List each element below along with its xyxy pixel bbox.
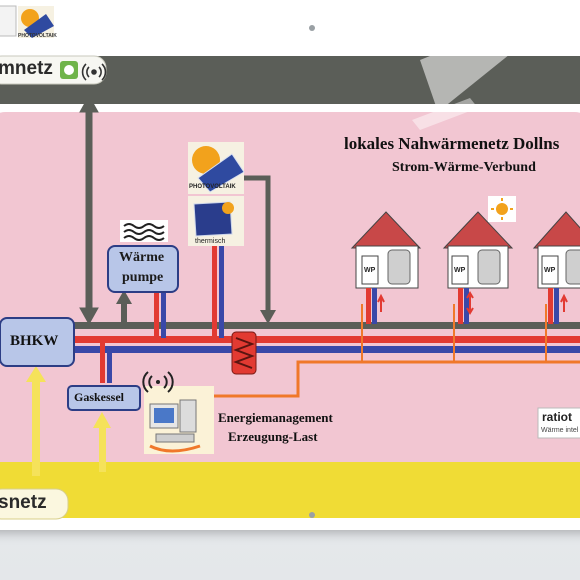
top-logo-label: PHOTOVOLTAIK — [18, 33, 57, 39]
thermal-panel-label: thermisch — [195, 238, 226, 245]
gray-bus — [72, 322, 580, 329]
gas-pipe-hot — [100, 343, 105, 383]
brand-tagline: Wärme intel — [541, 427, 579, 434]
glare — [420, 28, 520, 112]
bhkw-label: BHKW — [10, 333, 59, 349]
grid-arrow — [79, 94, 99, 326]
energy-label-2: Erzeugung-Last — [228, 429, 318, 444]
house-3-wp-label: WP — [544, 267, 556, 274]
heatpump-pipe-cold — [161, 292, 166, 338]
thermal-pipe-hot — [212, 246, 217, 338]
top-bar-label: mnetz — [0, 58, 53, 79]
screw-bottom — [309, 512, 315, 518]
cold-pipe — [72, 346, 580, 353]
sun-icon — [488, 196, 516, 222]
gaskessel-box — [67, 385, 141, 411]
heatpump-arrow — [116, 290, 132, 328]
gas-supply-arrow — [93, 412, 111, 472]
bhkw-supply-arrow — [26, 366, 46, 476]
brand-box — [537, 407, 580, 439]
bhkw-box — [0, 317, 75, 367]
brand-name: ratiot — [542, 410, 572, 424]
air-waves-icon — [120, 220, 168, 242]
house-signal-drops — [361, 304, 547, 362]
bottom-yellow-bar — [0, 462, 580, 518]
house-3 — [532, 211, 580, 324]
gas-pipe-cold — [107, 350, 112, 383]
heatpump-pipe-hot — [154, 292, 159, 338]
heatpump-label-2: pumpe — [122, 270, 164, 285]
house-2-wp-label: WP — [454, 267, 466, 274]
heatpump-label-1: Wärme — [119, 250, 165, 265]
house-1-wp-label: WP — [364, 267, 376, 274]
leaf-icon — [60, 61, 78, 79]
poster-subtitle: Strom-Wärme-Verbund — [392, 160, 536, 175]
bottom-bar-label: snetz — [0, 492, 47, 513]
top-pv-logo — [0, 5, 54, 38]
wireless-icon — [81, 63, 107, 81]
gaskessel-label: Gaskessel — [74, 390, 125, 404]
glare-2 — [412, 98, 478, 130]
energy-label-1: Energiemanagement — [218, 410, 333, 425]
hot-pipe — [72, 336, 580, 343]
house-1 — [350, 211, 422, 324]
computer-icon — [142, 371, 214, 454]
pv-feed-arrow — [238, 175, 276, 324]
pv-panel-icon — [188, 142, 245, 194]
poster-title: lokales Nahwärmenetz Dollns — [344, 134, 560, 153]
bottom-label-pill — [0, 488, 69, 520]
thermal-panel-icon — [188, 196, 244, 246]
pv-panel-label: PHOTOVOLTAIK — [189, 184, 236, 190]
house-2 — [442, 211, 514, 324]
screw-top — [309, 25, 315, 31]
heatpump-box — [107, 245, 179, 293]
storage-tank — [231, 331, 257, 375]
thermal-pipe-cold — [219, 246, 224, 338]
